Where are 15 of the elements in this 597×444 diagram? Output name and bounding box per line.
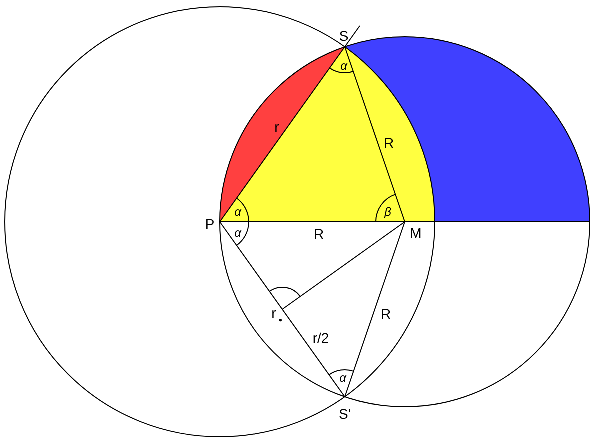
point-label: R [384, 136, 394, 150]
point-label: S [339, 29, 349, 43]
point-label: r/2 [312, 331, 330, 345]
point-label: r [272, 306, 276, 320]
angle-label: α [340, 60, 348, 72]
angle-label: α [340, 372, 346, 384]
point-label: R [380, 307, 392, 321]
point-label: R [314, 227, 324, 241]
angle-label: β [384, 206, 392, 218]
point-label: P [205, 217, 215, 231]
angle-label: α [234, 206, 242, 218]
point-label: S' [339, 407, 351, 421]
angle-label: α [234, 227, 242, 239]
point-label: r [274, 120, 280, 134]
point-label: M [410, 226, 422, 240]
